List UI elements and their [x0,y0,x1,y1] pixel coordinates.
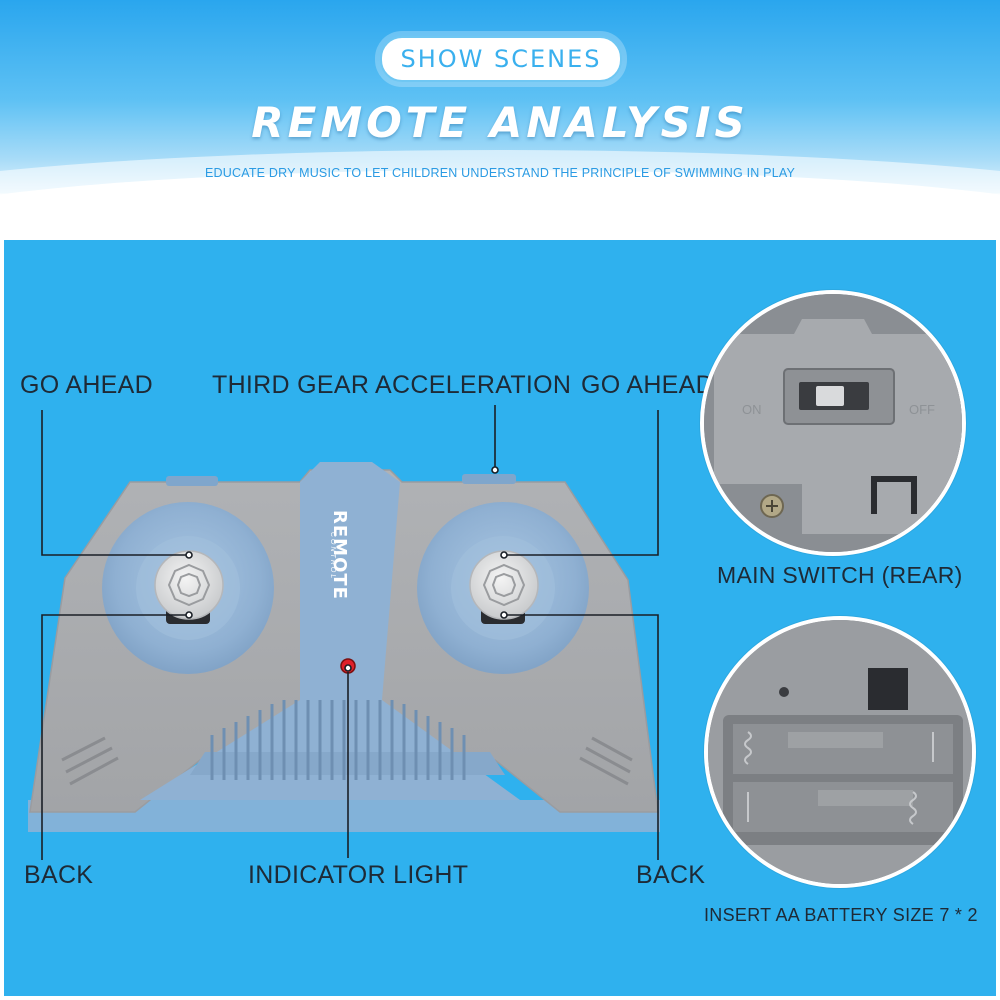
label-third-gear-acceleration: THIRD GEAR ACCELERATION [212,371,572,399]
label-go-ahead-left: GO AHEAD [20,371,153,399]
page-subtitle: EDUCATE DRY MUSIC TO LET CHILDREN UNDERS… [205,166,795,180]
header-banner: SHOW SCENES REMOTE ANALYSIS EDUCATE DRY … [0,0,1000,222]
label-go-ahead-right: GO AHEAD [581,371,714,399]
label-back-left: BACK [24,861,94,889]
switch-on-label: ON [742,402,762,417]
switch-detail-drawing [704,294,962,552]
battery-detail-drawing [708,620,972,884]
label-back-right: BACK [636,861,706,889]
switch-off-label: OFF [909,402,935,417]
header-wave-white [0,170,1000,222]
label-main-switch: MAIN SWITCH (REAR) [717,562,963,588]
battery-compartment-detail [704,616,976,888]
label-battery: INSERT AA BATTERY SIZE 7 * 2 [704,905,978,925]
controller-logo-subtext: CONTROL [329,532,336,581]
show-scenes-badge: SHOW SCENES [380,36,622,82]
label-indicator-light: INDICATOR LIGHT [248,861,469,889]
main-switch-detail: ON OFF [700,290,966,556]
page-title: REMOTE ANALYSIS [251,98,749,147]
show-scenes-text: SHOW SCENES [400,45,602,73]
